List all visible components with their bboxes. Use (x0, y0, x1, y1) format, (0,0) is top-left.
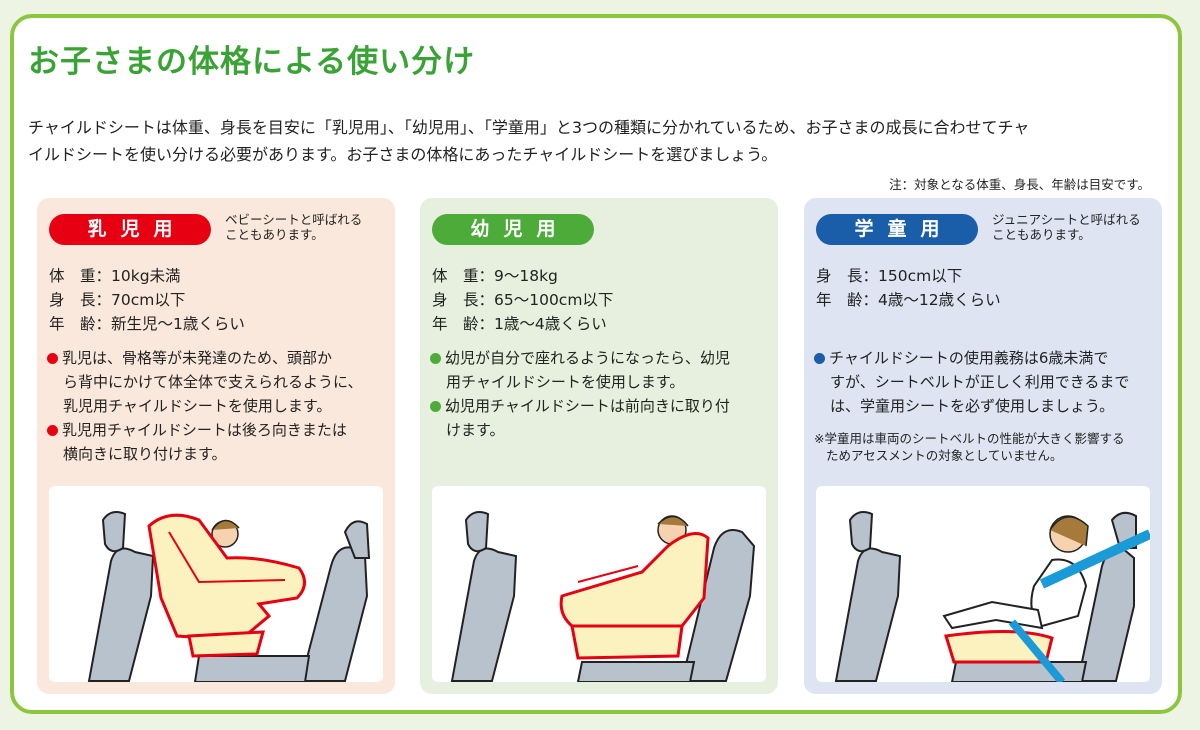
bullet-dot-icon (814, 353, 825, 364)
intro-line: チャイルドシートは体重、身長を目安に「乳児用」、「幼児用」、「学童用」と3つの種… (28, 118, 1030, 137)
bullet-line: すが、シートベルトが正しく利用できるまで (830, 373, 1130, 391)
bullet-line: 横向きに取り付けます。 (63, 445, 227, 463)
small-note-line: ためアセスメントの対象としていません。 (826, 448, 1063, 463)
infant-bullets: 乳児は、骨格等が未発達のため、頭部か ら背中にかけて体全体で支えられるように、 … (47, 346, 392, 466)
school-small-note: ※学童用は車両のシートベルトの性能が大きく影響する ためアセスメントの対象として… (814, 430, 1124, 464)
booster-seat-with-belt-icon (834, 511, 1150, 682)
bullet-line: 幼児用チャイルドシートは前向きに取り付 (430, 394, 775, 418)
school-aside: ジュニアシートと呼ばれる こともあります。 (992, 212, 1141, 242)
spec-age: 年 齢：1歳〜4歳くらい (432, 315, 607, 333)
infant-specs: 体 重：10kg未満 身 長：70cm以下 年 齢：新生児〜1歳くらい (49, 264, 245, 336)
toddler-seat-card: 幼児用 体 重：9〜18kg 身 長：65〜100cm以下 年 齢：1歳〜4歳く… (420, 198, 778, 694)
bullet-text: チャイルドシートの使用義務は6歳未満で (829, 349, 1109, 367)
infant-aside: ベビーシートと呼ばれる こともあります。 (225, 212, 362, 242)
school-bullets: チャイルドシートの使用義務は6歳未満で すが、シートベルトが正しく利用できるまで… (814, 346, 1159, 418)
bullet-dot-icon (47, 425, 58, 436)
bullet-text: 乳児用チャイルドシートは後ろ向きまたは (62, 421, 347, 439)
school-seat-illustration (816, 486, 1150, 682)
bullet-line: 幼児が自分で座れるようになったら、幼児 (430, 346, 775, 370)
school-seat-card: 学童用 ジュニアシートと呼ばれる こともあります。 身 長：150cm以下 年 … (804, 198, 1162, 694)
toddler-seat-illustration (432, 486, 766, 682)
infant-seat-illustration (49, 486, 383, 682)
spec-weight: 体 重：9〜18kg (432, 267, 558, 285)
intro-line: イルドシートを使い分ける必要があります。お子さまの体格にあったチャイルドシートを… (28, 145, 778, 164)
aside-line: こともあります。 (225, 227, 324, 242)
bullet-line: チャイルドシートの使用義務は6歳未満で (814, 346, 1159, 370)
bullet-line: は、学童用シートを必ず使用しましょう。 (830, 397, 1115, 415)
bullet-line: 乳児用チャイルドシートは後ろ向きまたは (47, 418, 392, 442)
aside-line: ベビーシートと呼ばれる (225, 212, 363, 227)
toddler-label-badge: 幼児用 (432, 214, 594, 245)
bullet-line: けます。 (446, 421, 505, 439)
school-specs: 身 長：150cm以下 年 齢：4歳〜12歳くらい (816, 264, 1001, 312)
spec-height: 身 長：150cm以下 (816, 267, 963, 285)
spec-height: 身 長：65〜100cm以下 (432, 291, 614, 309)
bullet-dot-icon (430, 401, 441, 412)
spec-height: 身 長：70cm以下 (49, 291, 186, 309)
forward-facing-toddler-seat-icon (450, 511, 756, 682)
bullet-dot-icon (47, 353, 58, 364)
bullet-text: 幼児用チャイルドシートは前向きに取り付 (445, 397, 730, 415)
bullet-dot-icon (430, 353, 441, 364)
toddler-bullets: 幼児が自分で座れるようになったら、幼児 用チャイルドシートを使用します。 幼児用… (430, 346, 775, 442)
school-label-badge: 学童用 (816, 214, 978, 245)
aside-line: ジュニアシートと呼ばれる (992, 212, 1141, 227)
aside-line: こともあります。 (992, 227, 1091, 242)
infant-seat-card: 乳児用 ベビーシートと呼ばれる こともあります。 体 重：10kg未満 身 長：… (37, 198, 395, 694)
intro-text: チャイルドシートは体重、身長を目安に「乳児用」、「幼児用」、「学童用」と3つの種… (28, 114, 1168, 168)
bullet-line: 乳児用チャイルドシートを使用します。 (63, 397, 332, 415)
bullet-line: ら背中にかけて体全体で支えられるように、 (63, 373, 363, 391)
rear-facing-infant-seat-icon (87, 511, 371, 682)
infant-label-badge: 乳児用 (49, 214, 211, 245)
small-note-line: ※学童用は車両のシートベルトの性能が大きく影響する (814, 431, 1125, 446)
bullet-line: 乳児は、骨格等が未発達のため、頭部か (47, 346, 392, 370)
toddler-specs: 体 重：9〜18kg 身 長：65〜100cm以下 年 齢：1歳〜4歳くらい (432, 264, 613, 336)
bullet-line: 用チャイルドシートを使用します。 (446, 373, 685, 391)
bullet-text: 乳児は、骨格等が未発達のため、頭部か (62, 349, 333, 367)
bullet-text: 幼児が自分で座れるようになったら、幼児 (445, 349, 731, 367)
guideline-note: 注：対象となる体重、身長、年齢は目安です。 (889, 177, 1150, 192)
spec-age: 年 齢：新生児〜1歳くらい (49, 315, 245, 333)
spec-weight: 体 重：10kg未満 (49, 267, 181, 285)
spec-age: 年 齢：4歳〜12歳くらい (816, 291, 1001, 309)
page-title: お子さまの体格による使い分け (28, 44, 476, 80)
